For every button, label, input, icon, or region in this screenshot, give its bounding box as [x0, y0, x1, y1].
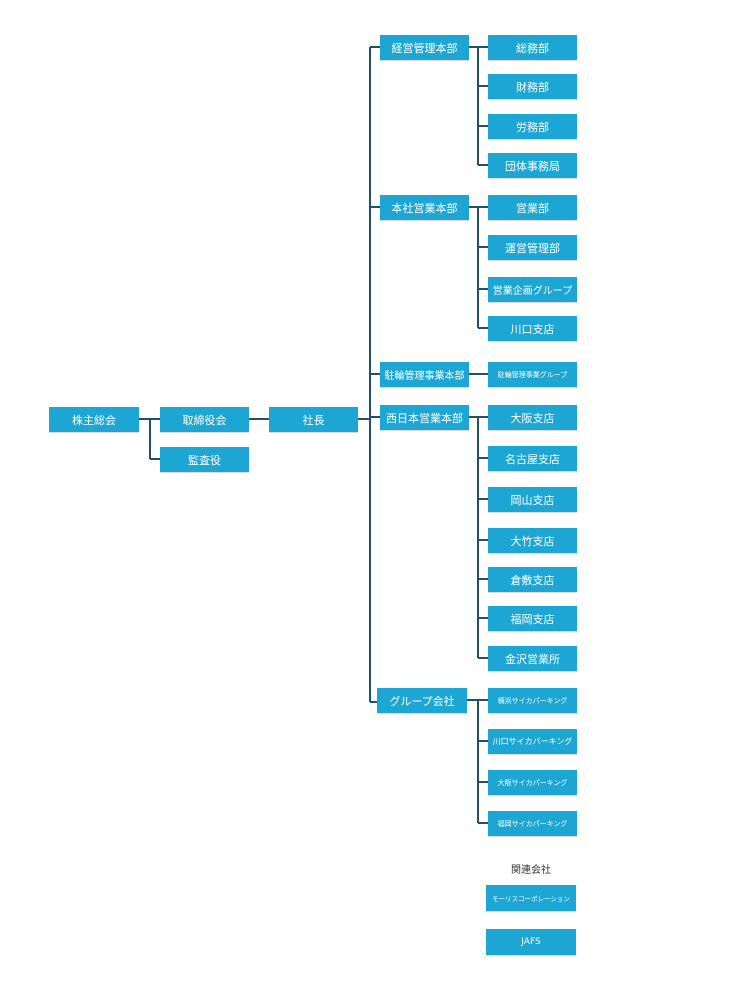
- node-division: 経営管理本部: [380, 35, 469, 60]
- node-affiliate: モーリスコーポレーション: [486, 885, 576, 911]
- node-unit: 大竹支店: [488, 528, 577, 553]
- node-division: 本社営業本部: [380, 195, 469, 220]
- node-president: 社長: [269, 407, 358, 432]
- node-unit: 駐輪管理事業グループ: [488, 362, 577, 387]
- node-unit: 営業企画グループ: [488, 277, 577, 302]
- node-unit: 福岡サイカパーキング: [488, 811, 577, 836]
- node-unit: 大阪サイカパーキング: [488, 770, 577, 795]
- node-unit: 団体事務局: [488, 153, 577, 178]
- node-unit: 福岡支店: [488, 606, 577, 631]
- node-unit: 岡山支店: [488, 487, 577, 512]
- node-auditor: 監査役: [160, 447, 249, 472]
- node-division: 西日本営業本部: [380, 405, 469, 430]
- node-unit: 労務部: [488, 114, 577, 139]
- node-unit: 川口サイカパーキング: [488, 729, 577, 754]
- node-unit: 財務部: [488, 74, 577, 99]
- node-board-of-directors: 取締役会: [160, 407, 249, 432]
- node-division: グループ会社: [377, 688, 467, 713]
- node-division: 駐輪管理事業本部: [380, 362, 469, 387]
- node-unit: 横浜サイカパーキング: [488, 688, 577, 713]
- node-unit: 倉敷支店: [488, 567, 577, 592]
- node-unit: 川口支店: [488, 316, 577, 341]
- node-shareholders-meeting: 株主総会: [49, 407, 139, 432]
- node-unit: 名古屋支店: [488, 446, 577, 471]
- affiliates-title: 関連会社: [511, 865, 551, 876]
- node-unit: 大阪支店: [488, 405, 577, 430]
- node-unit: 総務部: [488, 35, 577, 60]
- node-affiliate: JAFS: [486, 929, 576, 955]
- node-unit: 営業部: [488, 195, 577, 220]
- node-unit: 金沢営業所: [488, 646, 577, 671]
- node-unit: 運営管理部: [488, 235, 577, 260]
